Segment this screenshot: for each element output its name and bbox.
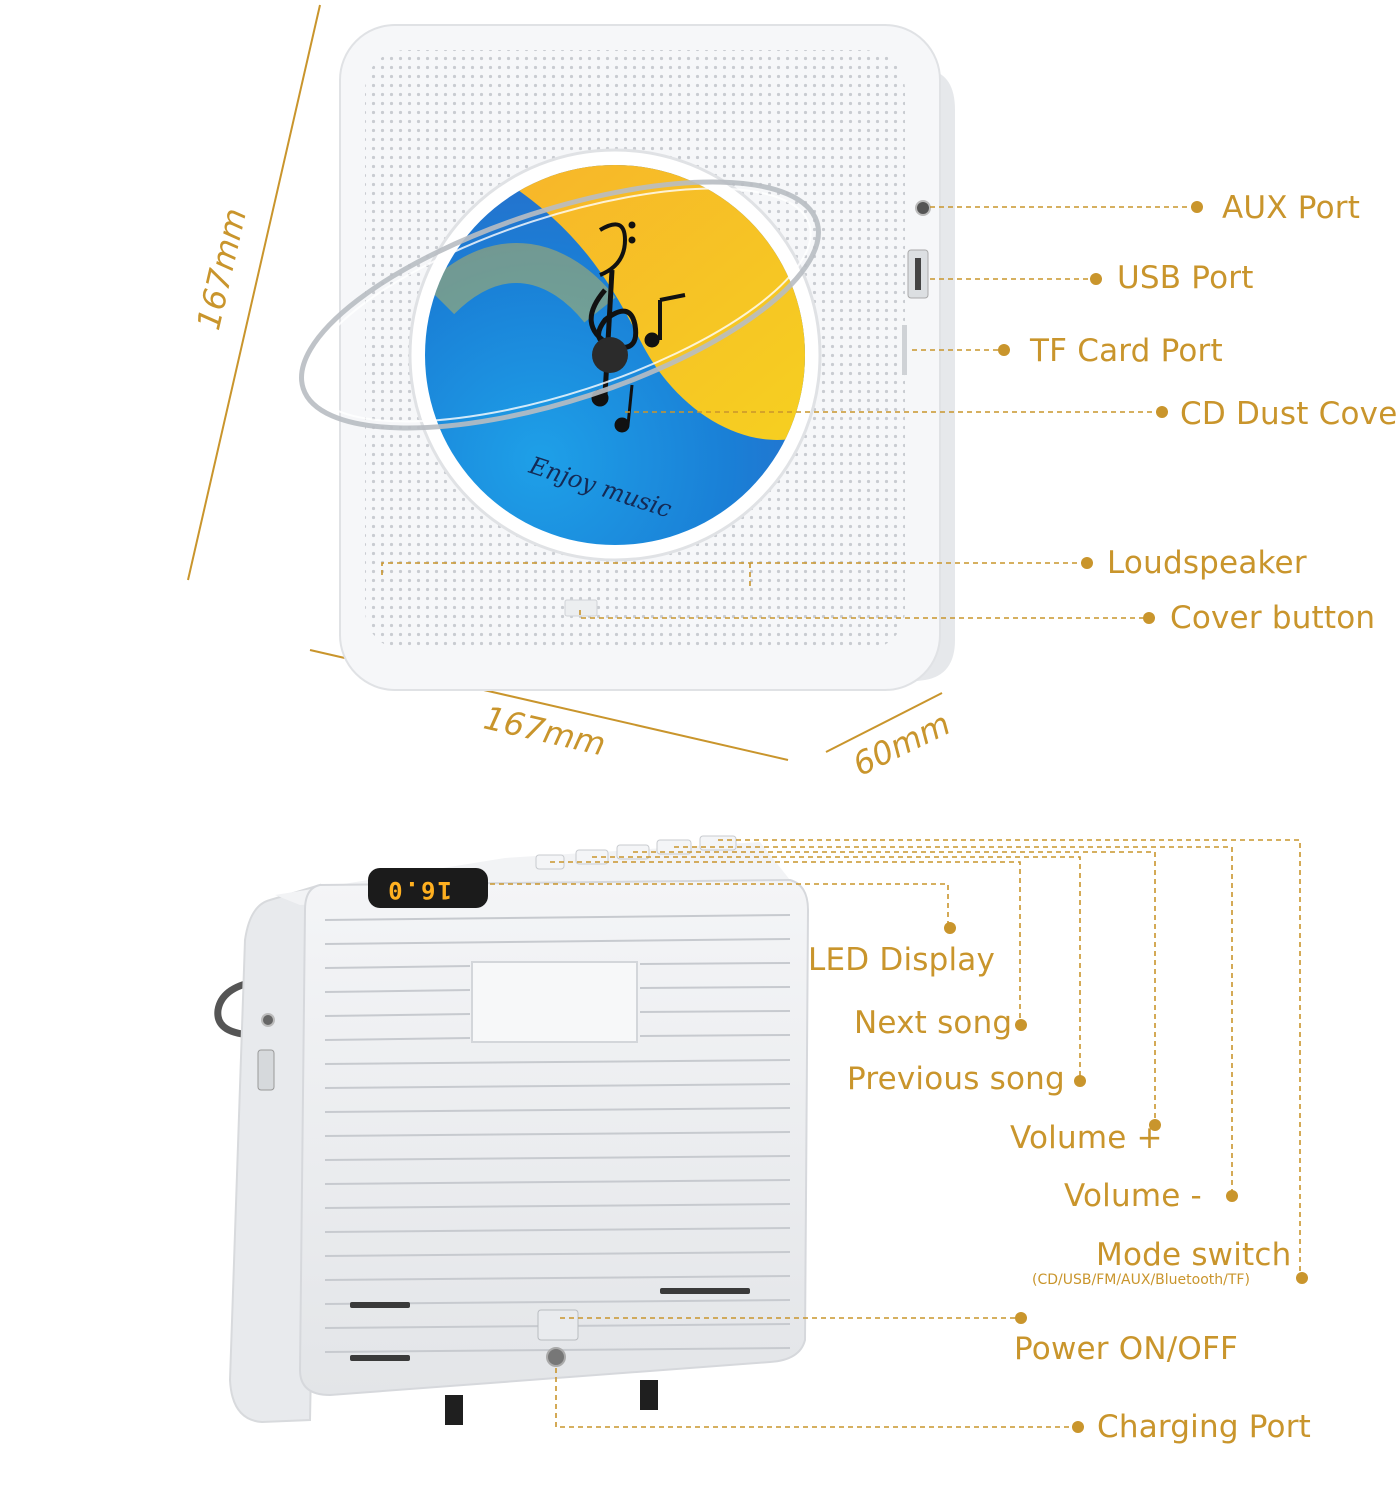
led-display [368, 868, 488, 908]
disc-spindle [592, 337, 628, 373]
cd-dust-cover[interactable] [274, 131, 846, 479]
mode-switch-label: Mode switch [1096, 1237, 1292, 1273]
tf-card-port-label: TF Card Port [1030, 333, 1223, 369]
mode-switch-button[interactable] [699, 835, 737, 851]
volume-down-label: Volume - [1064, 1178, 1202, 1214]
aux-port-icon [915, 200, 931, 216]
aux-port-label: AUX Port [1222, 190, 1361, 226]
back-leader-dots [944, 922, 1308, 1433]
charging-port-icon [546, 1347, 566, 1367]
led-readout: 16.0 [386, 876, 452, 904]
cover-button-label: Cover button [1170, 600, 1376, 636]
height-dimension-line [187, 4, 321, 581]
power-label: Power ON/OFF [1014, 1331, 1239, 1367]
cover-button[interactable] [564, 599, 598, 617]
power-switch[interactable] [537, 1309, 579, 1341]
depth-dimension-line [825, 692, 943, 753]
usb-port-label: USB Port [1117, 260, 1254, 296]
loudspeaker-label: Loudspeaker [1107, 545, 1307, 581]
front-unit: Enjoy music [274, 24, 955, 691]
front-leader-dots [998, 201, 1203, 624]
charging-port-label: Charging Port [1097, 1409, 1312, 1445]
tf-card-port-icon [902, 325, 907, 375]
back-unit [214, 835, 810, 1425]
next-song-label: Next song [854, 1005, 1013, 1041]
back-leader-lines [490, 839, 1301, 1428]
front-leader-lines [381, 206, 1195, 619]
cd-dust-cover-label: CD Dust Cover [1180, 396, 1400, 432]
led-display-label: LED Display [808, 942, 996, 978]
previous-song-label: Previous song [847, 1061, 1065, 1097]
mode-switch-sublabel: (CD/USB/FM/AUX/Bluetooth/TF) [1032, 1272, 1250, 1288]
volume-up-label: Volume + [1010, 1120, 1163, 1156]
